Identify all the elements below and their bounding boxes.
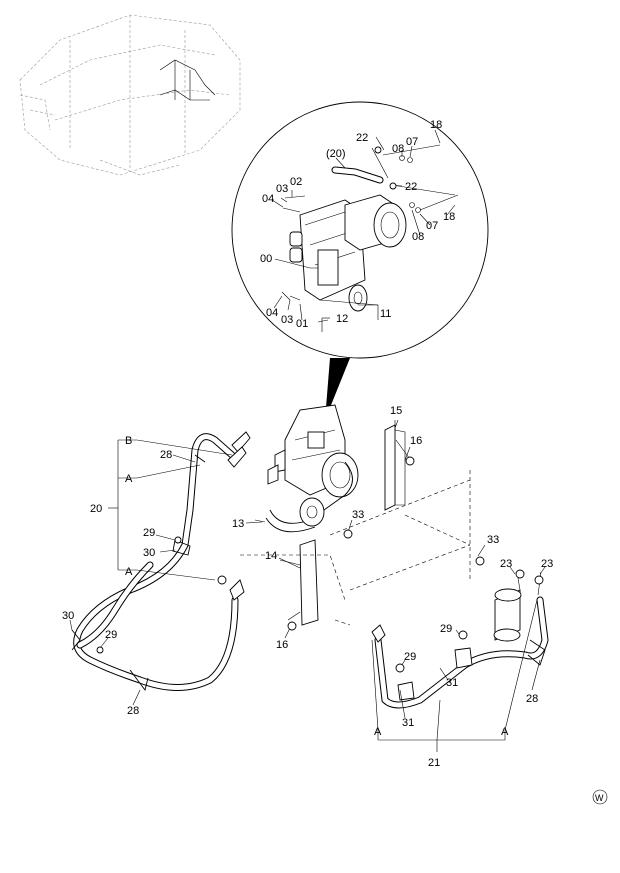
label-A2: A <box>125 566 133 578</box>
w-mark: W <box>592 789 608 805</box>
label-13: 13 <box>232 518 244 530</box>
label-02: 02 <box>290 176 302 188</box>
label-20-ref: (20) <box>326 148 346 160</box>
label-00: 00 <box>260 253 272 265</box>
construction-lines <box>240 470 471 626</box>
bracket-14 <box>279 539 319 626</box>
hose-20 <box>71 431 251 692</box>
label-16b: 16 <box>276 639 288 651</box>
label-08b: 08 <box>412 231 424 243</box>
label-23: 23 <box>500 558 512 570</box>
label-04: 04 <box>262 193 274 205</box>
label-31b: 31 <box>402 717 414 729</box>
label-01: 01 <box>296 318 308 330</box>
label-22b: 22 <box>405 181 417 193</box>
label-33b: 33 <box>487 534 499 546</box>
label-16: 16 <box>410 435 422 447</box>
part-number-labels: 18 22 08 07 (20) 02 03 04 22 18 08 07 00… <box>62 119 553 769</box>
label-30: 30 <box>143 547 155 559</box>
label-A3: A <box>374 726 382 738</box>
w-mark-label: W <box>595 793 604 803</box>
label-29b: 29 <box>105 629 117 641</box>
label-28b: 28 <box>127 705 139 717</box>
label-15: 15 <box>390 405 402 417</box>
label-33: 33 <box>352 509 364 521</box>
label-29c: 29 <box>440 623 452 635</box>
label-A: A <box>125 473 133 485</box>
label-29: 29 <box>143 527 155 539</box>
label-B: B <box>125 435 132 447</box>
label-07b: 07 <box>426 220 438 232</box>
label-03: 03 <box>276 183 288 195</box>
receiver-drier <box>493 571 542 642</box>
label-18b: 18 <box>443 211 455 223</box>
label-29d: 29 <box>404 651 416 663</box>
bracket-15 <box>384 419 413 511</box>
label-22: 22 <box>356 132 368 144</box>
machine-outline <box>19 14 241 176</box>
detail-leaders <box>271 129 456 321</box>
label-18: 18 <box>430 119 442 131</box>
hose-21 <box>371 596 549 709</box>
compressor-detail <box>281 144 459 332</box>
hose-grouping-brackets <box>108 439 538 752</box>
label-28: 28 <box>160 449 172 461</box>
label-21: 21 <box>428 757 440 769</box>
label-12: 12 <box>336 313 348 325</box>
label-30b: 30 <box>62 610 74 622</box>
label-11: 11 <box>380 308 391 320</box>
bolts <box>96 146 544 673</box>
label-31: 31 <box>446 677 458 689</box>
label-20: 20 <box>90 503 102 515</box>
label-28c: 28 <box>526 693 538 705</box>
label-14: 14 <box>265 550 277 562</box>
label-07: 07 <box>406 136 418 148</box>
label-04b: 04 <box>266 307 278 319</box>
label-A4: A <box>501 726 509 738</box>
detail-circle <box>231 101 489 420</box>
label-03b: 03 <box>281 314 293 326</box>
compressor-assembly <box>254 404 359 533</box>
label-23b: 23 <box>541 558 553 570</box>
label-08: 08 <box>392 143 404 155</box>
